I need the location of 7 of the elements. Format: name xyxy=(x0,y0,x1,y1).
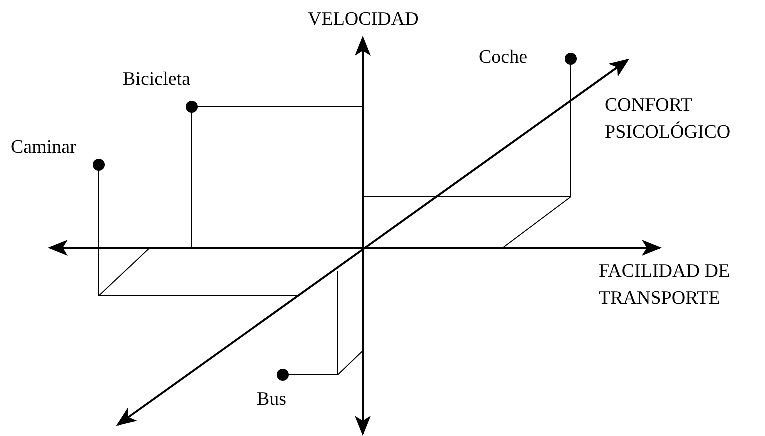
axis-label: FACILIDAD DE TRANSPORTE xyxy=(599,260,732,311)
point-label: Bus xyxy=(257,388,287,412)
point-label: Coche xyxy=(479,46,528,70)
point-label: Bicicleta xyxy=(123,68,191,92)
axis-label: CONFORT PSICOLÓGICO xyxy=(605,94,732,145)
point-label: Caminar xyxy=(11,136,76,160)
axis-label: VELOCIDAD xyxy=(308,8,419,32)
